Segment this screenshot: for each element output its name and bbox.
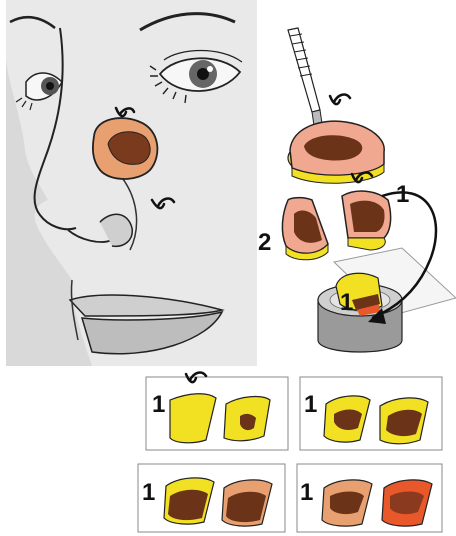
face-illustration xyxy=(6,0,257,366)
excision-diagram: 2 1 1 xyxy=(258,28,456,352)
panel-3-label: 1 xyxy=(142,479,155,506)
nasal-tumor xyxy=(93,118,158,179)
section-panel-2: 1 xyxy=(300,377,442,450)
tissue-piece-2 xyxy=(282,198,328,260)
piece-2-label: 2 xyxy=(258,229,271,256)
panel-1-label: 1 xyxy=(152,391,165,418)
panel-4-label: 1 xyxy=(300,479,313,506)
suture-marker-icon xyxy=(330,95,350,105)
section-panel-1: 1 xyxy=(146,373,288,450)
chuck-label: 1 xyxy=(340,289,353,316)
section-panels: 1 1 1 1 xyxy=(138,373,442,532)
panel-2-label: 1 xyxy=(304,391,317,418)
section-panel-3: 1 xyxy=(138,464,285,532)
tissue-piece-1 xyxy=(342,191,391,250)
piece-1-label: 1 xyxy=(396,181,409,208)
section-panel-4: 1 xyxy=(297,464,442,532)
